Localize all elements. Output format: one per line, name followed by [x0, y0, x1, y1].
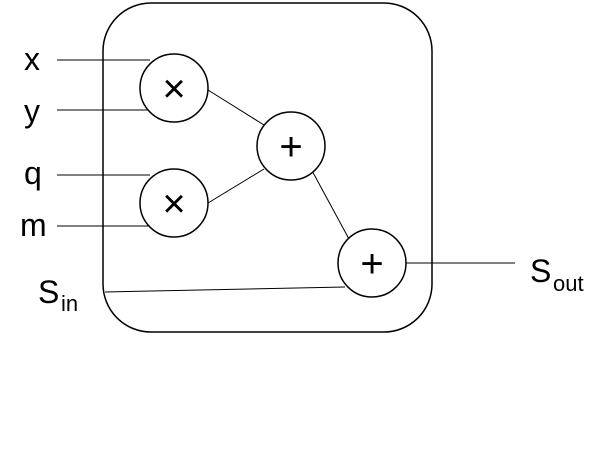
label-q: q: [24, 155, 42, 191]
wire-add-to-final-add: [309, 166, 350, 240]
label-s-in: S in: [38, 274, 78, 316]
add-node-final: +: [337, 228, 407, 298]
label-y: y: [24, 93, 40, 129]
multiply-node-top: ×: [139, 53, 209, 123]
add-node-final-circle: [337, 228, 407, 298]
label-s-out: S out: [530, 253, 584, 296]
label-m: m: [20, 207, 47, 243]
label-s-out-base: S: [530, 253, 551, 289]
label-s-in-subscript: in: [61, 291, 78, 316]
add-middle-icon: +: [279, 125, 302, 169]
multiply-bottom-icon: ×: [162, 182, 185, 226]
label-s-in-base: S: [38, 274, 59, 310]
add-node-middle: +: [256, 111, 326, 181]
wire-s-in: [104, 286, 346, 293]
multiply-top-icon: ×: [162, 67, 185, 111]
add-node-middle-circle: [256, 111, 326, 181]
label-s-out-subscript: out: [553, 271, 584, 296]
multiply-node-bottom-circle: [139, 168, 209, 238]
multiply-node-bottom: ×: [139, 168, 209, 238]
label-x: x: [24, 41, 40, 77]
add-final-icon: +: [360, 242, 383, 286]
wire-mult-top-to-add: [207, 89, 265, 126]
multiply-node-top-circle: [139, 53, 209, 123]
wire-mult-bottom-to-add: [207, 168, 265, 204]
